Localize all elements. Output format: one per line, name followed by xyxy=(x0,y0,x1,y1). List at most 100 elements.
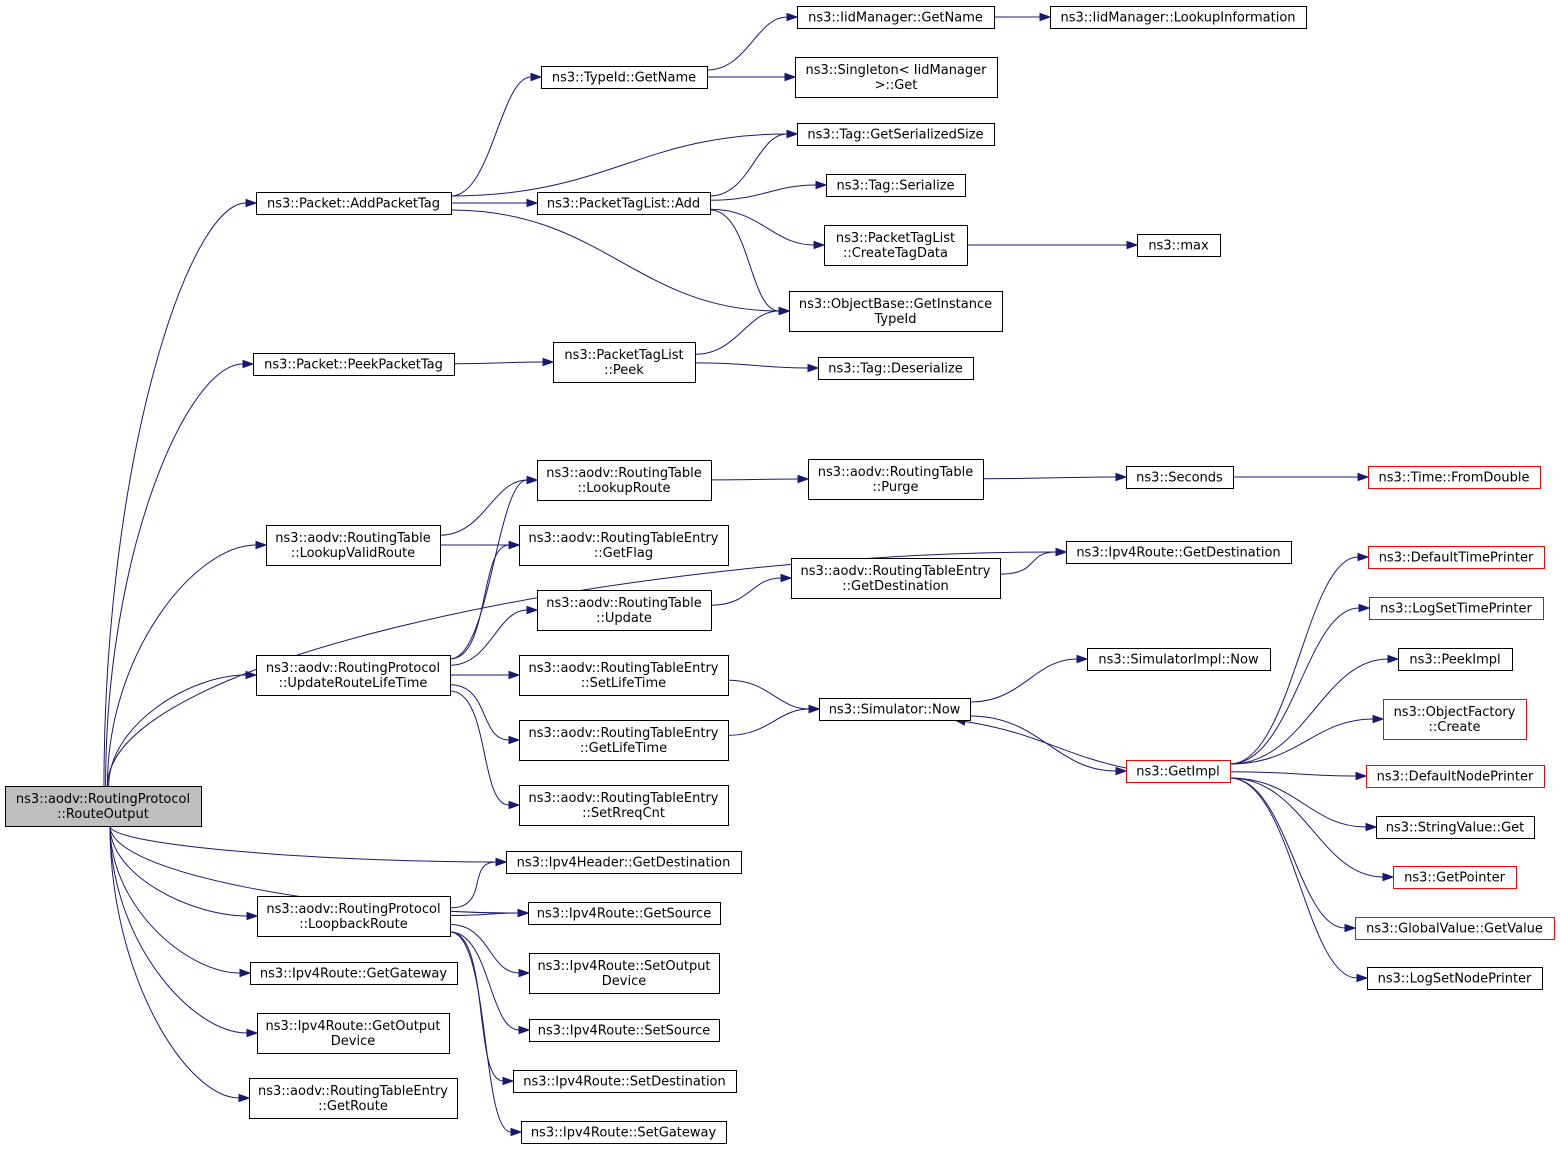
node-ptl-create-tag-data[interactable]: ns3::PacketTagList::CreateTagData xyxy=(824,225,968,266)
node-lookup-valid-route[interactable]: ns3::aodv::RoutingTable::LookupValidRout… xyxy=(266,525,441,566)
node-tag-serialize[interactable]: ns3::Tag::Serialize xyxy=(826,174,966,197)
node-box xyxy=(1126,466,1234,489)
edge-line xyxy=(727,708,810,736)
node-add-packet-tag[interactable]: ns3::Packet::AddPacketTag xyxy=(256,192,452,215)
node-ipv4-header-get-destination[interactable]: ns3::Ipv4Header::GetDestination xyxy=(506,851,742,874)
node-box xyxy=(797,123,995,146)
node-label-line: ns3::Ipv4Route::GetOutput xyxy=(266,1019,441,1034)
edge-root-to-loopback-route xyxy=(109,825,259,921)
node-sim-impl-now[interactable]: ns3::SimulatorImpl::Now xyxy=(1087,648,1271,671)
node-object-factory-create[interactable]: ns3::ObjectFactory::Create xyxy=(1383,699,1527,740)
node-iid-lookup-information[interactable]: ns3::IidManager::LookupInformation xyxy=(1050,6,1307,29)
edge-ptl-create-tag-data-to-ns3max xyxy=(967,240,1139,250)
edge-line xyxy=(449,931,512,1133)
node-packet-tag-list-add[interactable]: ns3::PacketTagList::Add xyxy=(537,192,711,215)
arrowhead-icon xyxy=(526,475,539,485)
node-default-node-printer[interactable]: ns3::DefaultNodePrinter xyxy=(1366,765,1545,788)
node-label-line: ::SetRreqCnt xyxy=(582,806,665,821)
node-box xyxy=(1376,816,1535,839)
node-time-from-double[interactable]: ns3::Time::FromDouble xyxy=(1368,466,1541,489)
node-box xyxy=(819,698,971,721)
node-rt-purge[interactable]: ns3::aodv::RoutingTable::Purge xyxy=(808,459,984,500)
node-rte-set-rreq-cnt[interactable]: ns3::aodv::RoutingTableEntry::SetRreqCnt xyxy=(519,785,729,826)
edge-update-route-life-time-to-rte-get-flag xyxy=(449,540,521,660)
node-box xyxy=(808,459,984,500)
node-rte-get-flag[interactable]: ns3::aodv::RoutingTableEntry::GetFlag xyxy=(519,525,729,566)
node-label-line: Device xyxy=(331,1034,375,1049)
node-log-set-node-printer[interactable]: ns3::LogSetNodePrinter xyxy=(1367,967,1543,990)
node-string-value-get[interactable]: ns3::StringValue::Get xyxy=(1376,816,1535,839)
edge-line xyxy=(1229,556,1359,765)
node-log-set-time-printer[interactable]: ns3::LogSetTimePrinter xyxy=(1369,597,1544,620)
edge-update-route-life-time-to-rte-set-life-time xyxy=(449,670,521,680)
node-tag-deserialize[interactable]: ns3::Tag::Deserialize xyxy=(818,357,974,380)
arrowhead-icon xyxy=(778,306,791,316)
node-get-impl[interactable]: ns3::GetImpl xyxy=(1126,760,1231,783)
node-rte-get-life-time[interactable]: ns3::aodv::RoutingTableEntry::GetLifeTim… xyxy=(519,720,729,761)
node-default-time-printer[interactable]: ns3::DefaultTimePrinter xyxy=(1368,546,1545,569)
edge-line xyxy=(706,16,788,71)
edge-iid-get-name-to-iid-lookup-information xyxy=(994,12,1052,22)
edge-line xyxy=(109,825,241,974)
arrowhead-icon xyxy=(815,180,828,190)
node-iid-get-name[interactable]: ns3::IidManager::GetName xyxy=(797,6,995,29)
nodes-layer: ns3::aodv::RoutingProtocol::RouteOutputn… xyxy=(5,6,1555,1144)
edge-get-impl-to-simulator-now xyxy=(953,717,1127,769)
node-type-id-get-name[interactable]: ns3::TypeId::GetName xyxy=(541,66,708,89)
node-rt-lookup-route[interactable]: ns3::aodv::RoutingTable::LookupRoute xyxy=(537,460,712,501)
node-box xyxy=(1355,917,1555,940)
edge-update-route-life-time-to-rt-lookup-route xyxy=(449,475,539,660)
edge-get-impl-to-peek-impl xyxy=(1229,654,1400,765)
node-ns3-seconds[interactable]: ns3::Seconds xyxy=(1126,466,1234,489)
edge-get-impl-to-string-value-get xyxy=(1229,777,1378,832)
node-label-line: ::Purge xyxy=(873,480,919,495)
edge-rt-lookup-route-to-rt-purge xyxy=(710,474,810,484)
node-packet-tag-list-peek[interactable]: ns3::PacketTagList::Peek xyxy=(553,342,696,383)
node-label-line: ::LookupValidRoute xyxy=(291,546,415,561)
node-singleton-get[interactable]: ns3::Singleton< IidManager>::Get xyxy=(795,57,998,98)
node-label-line: ns3::PacketTagList xyxy=(836,231,955,246)
arrowhead-icon xyxy=(246,911,259,921)
node-update-route-life-time[interactable]: ns3::aodv::RoutingProtocol::UpdateRouteL… xyxy=(256,655,451,696)
node-loopback-route[interactable]: ns3::aodv::RoutingProtocol::LoopbackRout… xyxy=(257,896,451,937)
node-label-line: ns3::aodv::RoutingTableEntry xyxy=(528,726,718,741)
arrowhead-icon xyxy=(1356,973,1369,983)
node-label-line: ns3::aodv::RoutingTableEntry xyxy=(800,564,990,579)
node-label-line: ns3::Packet::PeekPacketTag xyxy=(264,358,443,373)
node-ipv4-route-set-source[interactable]: ns3::Ipv4Route::SetSource xyxy=(529,1019,720,1042)
node-rt-update[interactable]: ns3::aodv::RoutingTable::Update xyxy=(537,590,712,631)
node-label-line: ns3::SimulatorImpl::Now xyxy=(1098,653,1259,668)
node-global-value-get-value[interactable]: ns3::GlobalValue::GetValue xyxy=(1355,917,1555,940)
arrowhead-icon xyxy=(518,968,531,978)
node-label-line: ns3::Tag::Serialize xyxy=(836,179,954,194)
node-label-line: ns3::IidManager::GetName xyxy=(808,11,983,26)
node-ipv4-route-get-gateway[interactable]: ns3::Ipv4Route::GetGateway xyxy=(250,962,458,985)
node-rte-set-life-time[interactable]: ns3::aodv::RoutingTableEntry::SetLifeTim… xyxy=(519,655,729,696)
node-ipv4-route-set-destination[interactable]: ns3::Ipv4Route::SetDestination xyxy=(513,1070,737,1093)
node-get-pointer[interactable]: ns3::GetPointer xyxy=(1393,866,1517,889)
node-label-line: ns3::aodv::RoutingTableEntry xyxy=(258,1084,448,1099)
arrowhead-icon xyxy=(542,357,555,367)
node-rte-get-destination[interactable]: ns3::aodv::RoutingTableEntry::GetDestina… xyxy=(791,558,1001,599)
edge-line xyxy=(449,690,510,806)
node-root[interactable]: ns3::aodv::RoutingProtocol::RouteOutput xyxy=(5,786,202,827)
edge-root-to-rte-get-route xyxy=(109,825,251,1103)
node-label-line: ::Peek xyxy=(604,363,644,378)
node-ns3max[interactable]: ns3::max xyxy=(1137,234,1221,257)
node-peek-packet-tag[interactable]: ns3::Packet::PeekPacketTag xyxy=(253,353,455,376)
edge-type-id-get-name-to-iid-get-name xyxy=(706,12,799,71)
node-tag-get-serialized-size[interactable]: ns3::Tag::GetSerializedSize xyxy=(797,123,995,146)
node-box xyxy=(791,558,1001,599)
node-ipv4-route-set-gateway[interactable]: ns3::Ipv4Route::SetGateway xyxy=(521,1121,727,1144)
node-box xyxy=(266,525,441,566)
edge-ns3-seconds-to-time-from-double xyxy=(1233,472,1370,482)
node-ipv4-route-get-source[interactable]: ns3::Ipv4Route::GetSource xyxy=(528,902,721,925)
node-ipv4-route-get-destination[interactable]: ns3::Ipv4Route::GetDestination xyxy=(1066,541,1292,564)
arrowhead-icon xyxy=(1387,654,1400,664)
node-simulator-now[interactable]: ns3::Simulator::Now xyxy=(819,698,971,721)
node-peek-impl[interactable]: ns3::PeekImpl xyxy=(1398,648,1513,671)
node-rte-get-route[interactable]: ns3::aodv::RoutingTableEntry::GetRoute xyxy=(249,1078,458,1119)
